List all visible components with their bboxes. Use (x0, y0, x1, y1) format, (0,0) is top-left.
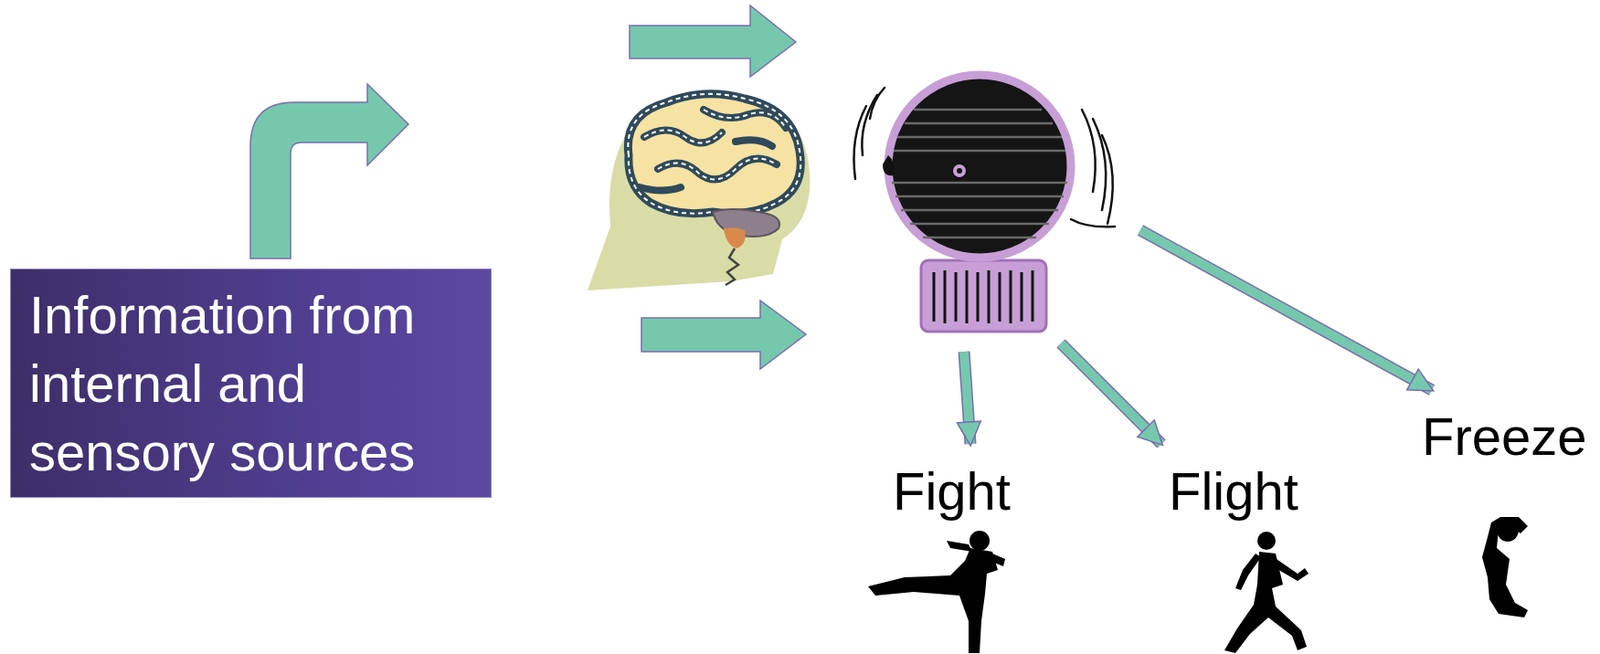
info-box: Information from internal and sensory so… (10, 268, 492, 499)
flight-silhouette (1224, 531, 1309, 654)
response-label: Fight (892, 461, 1011, 522)
response-label: Freeze (1421, 406, 1588, 467)
freeze-silhouette (1482, 517, 1528, 618)
block-arrow (641, 300, 806, 370)
fight-silhouette (868, 530, 1006, 654)
block-arrow (629, 5, 796, 77)
curved-arrow (250, 84, 409, 259)
bell-illustration (854, 74, 1116, 332)
brain-illustration (587, 94, 810, 291)
response-arrows (964, 230, 1432, 445)
box-text: Information from internal and sensory so… (29, 280, 482, 487)
response-label: Flight (1168, 461, 1299, 522)
